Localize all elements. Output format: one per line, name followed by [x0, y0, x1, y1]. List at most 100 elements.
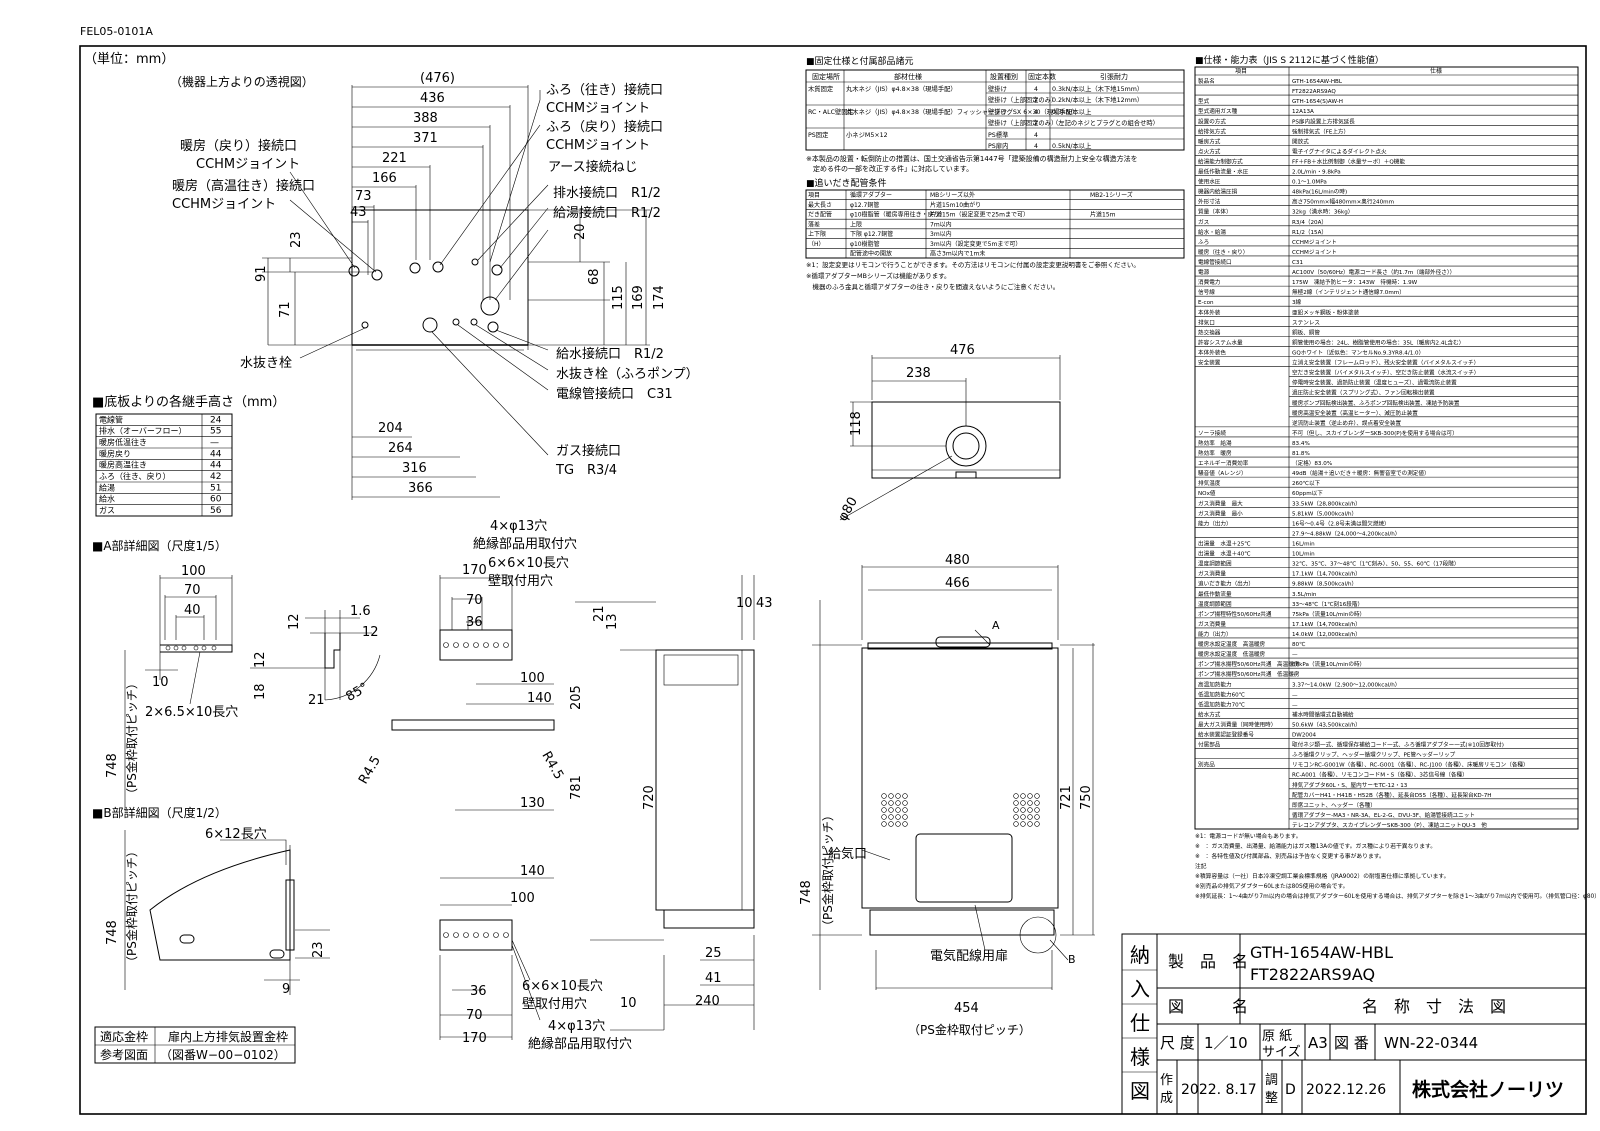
drawing-label: 43: [756, 596, 773, 611]
spec-value: 33.5kW（28,800kcal/h）: [1292, 500, 1361, 507]
spec-value: ふろ循環クリップ、ヘッダー循環クリップ、PE管ヘッダーリップ: [1292, 751, 1456, 759]
drawing-label: 13: [605, 613, 620, 630]
pipe-cell: φ10樹脂管: [850, 240, 880, 248]
spec-item: 別売品: [1198, 761, 1215, 769]
spec-value: 33〜48℃（1℃刻16段階）: [1292, 600, 1363, 608]
unit-front-view: 480 466 A 748 （PS金枠取付ピッチ） 721 750 給気口 B …: [799, 553, 1095, 1037]
pipe-cell: 高さ3m以内で1m未: [930, 250, 985, 258]
unit-front-body: [861, 647, 1059, 909]
height-row-value: 44: [210, 449, 222, 459]
spec-item: 本体外装色: [1198, 348, 1226, 356]
drawing-label: （PS金枠取付ピッチ）: [124, 845, 139, 968]
spec-value: 3.37〜14.0kW（2,900〜12,000kcal/h）: [1292, 681, 1400, 688]
drawing-label: 水抜き栓（ふろポンプ）: [556, 366, 699, 382]
top-view-body: [351, 209, 529, 346]
fix-cell: （左記のネジとプラグとの組合せ時）: [1052, 118, 1159, 127]
drawing-label: 174: [652, 285, 667, 310]
spec-item: 信号線: [1198, 288, 1215, 296]
pipe-cell: 最大長さ: [808, 201, 832, 209]
pipe-cell: MBシリーズ以外: [930, 191, 975, 199]
spec-value: 49dB（給湯＋追いだき＋暖房：無響音室での測定値）: [1292, 469, 1430, 477]
height-row-value: 60: [210, 495, 222, 505]
drawing-label: φ80: [835, 495, 861, 524]
hot-water-fitting: [480, 296, 500, 316]
spec-value: 17.1kW（14,700kcal/h）: [1292, 571, 1361, 578]
drawing-label: ■追いだき配管条件: [806, 177, 887, 189]
product-model-1: GTH-1654AW-HBL: [1250, 943, 1393, 962]
spec-item: ガス消費量 最大: [1198, 499, 1243, 507]
spec-value: DW2004: [1292, 733, 1317, 739]
drawing-label: 部材仕様: [894, 72, 922, 81]
drawing-label: 721: [1059, 785, 1074, 810]
spec-item: 使用水圧: [1198, 178, 1221, 186]
drawing-label: 240: [695, 994, 720, 1009]
drawing-label: CCHMジョイント: [172, 197, 276, 212]
spec-value: 2.0L/min・9.8kPa: [1292, 170, 1341, 176]
spec-value: 48kPa(16L/minの時): [1292, 188, 1347, 196]
drawing-label: 4×φ13穴: [548, 1019, 605, 1034]
spec-item: 暖房水設定温度 高温暖房: [1198, 640, 1266, 648]
drawing-label: 定める件の一部を改正する件」に対応しています。: [806, 164, 973, 173]
drawing-label: 40: [184, 603, 201, 618]
drawing-label: 73: [355, 189, 372, 204]
spec-value: 83.4%: [1292, 441, 1310, 447]
pipe-cell: φ10樹脂管（暖房専用往き・戻り）: [850, 211, 946, 219]
fix-cell: 4: [1034, 86, 1038, 93]
spec-item: ガス消費量 最小: [1198, 509, 1243, 517]
drawing-label: 整: [1265, 1091, 1278, 1106]
spec-value: 0.1〜1.0MPa: [1292, 180, 1327, 186]
drawing-label: 720: [642, 785, 657, 810]
spec-item: ソーラ接続: [1198, 429, 1226, 437]
drawing-label: 成: [1160, 1091, 1173, 1106]
side-char: 様: [1130, 1045, 1150, 1069]
bath-return-fitting: [409, 262, 421, 274]
height-row-value: 42: [210, 472, 221, 482]
drawing-label: 6×6×10長穴: [522, 979, 603, 994]
spec-item: 暖房水設定温度 低温暖房: [1198, 650, 1266, 658]
drawing-label: 10: [736, 596, 753, 611]
drawing-label: B: [1068, 953, 1076, 966]
drawing-label: 絶縁部品用取付穴: [473, 536, 577, 552]
spec-note: ※ ：各特性値及び付属部品、別売品は予告なく変更する事があります。: [1195, 852, 1385, 860]
drawing-label: ふろ（往き）接続口: [546, 82, 663, 98]
spec-note: ※1：電源コードが無い場合もあります。: [1195, 832, 1302, 840]
unit-top-view: 476 238 118 φ80: [835, 343, 1061, 524]
spec-value: —: [1292, 672, 1298, 678]
drawing-label: 給水接続口 R1/2: [556, 346, 664, 362]
spec-value: 32℃、35℃、37〜48℃（1℃刻み）、50、55、60℃（17段階）: [1292, 560, 1459, 568]
spec-value: 暖房高温安全装置（高温ヒーター）、減圧防止装置: [1292, 409, 1418, 417]
spec-value: 14.0kW（12,000kcal/h）: [1292, 631, 1361, 638]
spec-value: 無極2線（インテリジェント通信線7.0mm）: [1292, 288, 1405, 296]
drawing-label: 68: [587, 268, 602, 285]
spec-item: 能力（出力）: [1198, 630, 1232, 638]
spec-item: 消費電力: [1198, 278, 1221, 286]
drawing-label: 466: [945, 576, 970, 591]
gas-fitting: [422, 317, 438, 333]
fix-cell: 丸木ネジ（JIS）φ4.8×38（現場手配）フィッシャープラグSX 6×30（現…: [846, 107, 1078, 116]
spec-value: 27.9〜4.88kW（24,000〜4,200kcal/h）: [1292, 530, 1400, 537]
spec-item: 能力（出力）: [1198, 519, 1232, 527]
drawing-label: 作: [1160, 1073, 1173, 1088]
pipe-cell: 片道15m（設定変更で25mまで可）: [930, 211, 1029, 219]
drawing-label: 21: [308, 693, 325, 708]
drawing-label: 36: [470, 984, 487, 999]
drawing-label: 図 名: [1168, 997, 1248, 1016]
spec-item: 出湯量 水温＋40℃: [1198, 550, 1251, 558]
drawing-label: (476): [420, 71, 455, 86]
spec-item: 安全装置: [1198, 359, 1221, 367]
spec-value: 停電時安全装置、過熱防止装置（温度ヒューズ）、過電流防止装置: [1292, 379, 1457, 387]
spec-item: 本体外装: [1198, 308, 1221, 316]
drawing-label: 41: [705, 971, 722, 986]
spec-value: 75kPa（流量10L/minの時）: [1292, 610, 1365, 618]
spec-item: エネルギー消費効率: [1198, 459, 1249, 467]
drawing-label: 2×6.5×10長穴: [145, 705, 238, 720]
drawing-label: 221: [382, 151, 407, 166]
spec-note: ※ ：ガス消費量、出湯量、給湯能力はガス種13Aの値です。ガス種により若干異なり…: [1195, 842, 1436, 850]
drawing-label: 476: [950, 343, 975, 358]
spec-value: R1/2（15A）: [1292, 229, 1327, 236]
drawing-label: 電線管接続口 C31: [556, 386, 673, 402]
pipe-cell: MB2-1シリーズ: [1090, 191, 1133, 199]
